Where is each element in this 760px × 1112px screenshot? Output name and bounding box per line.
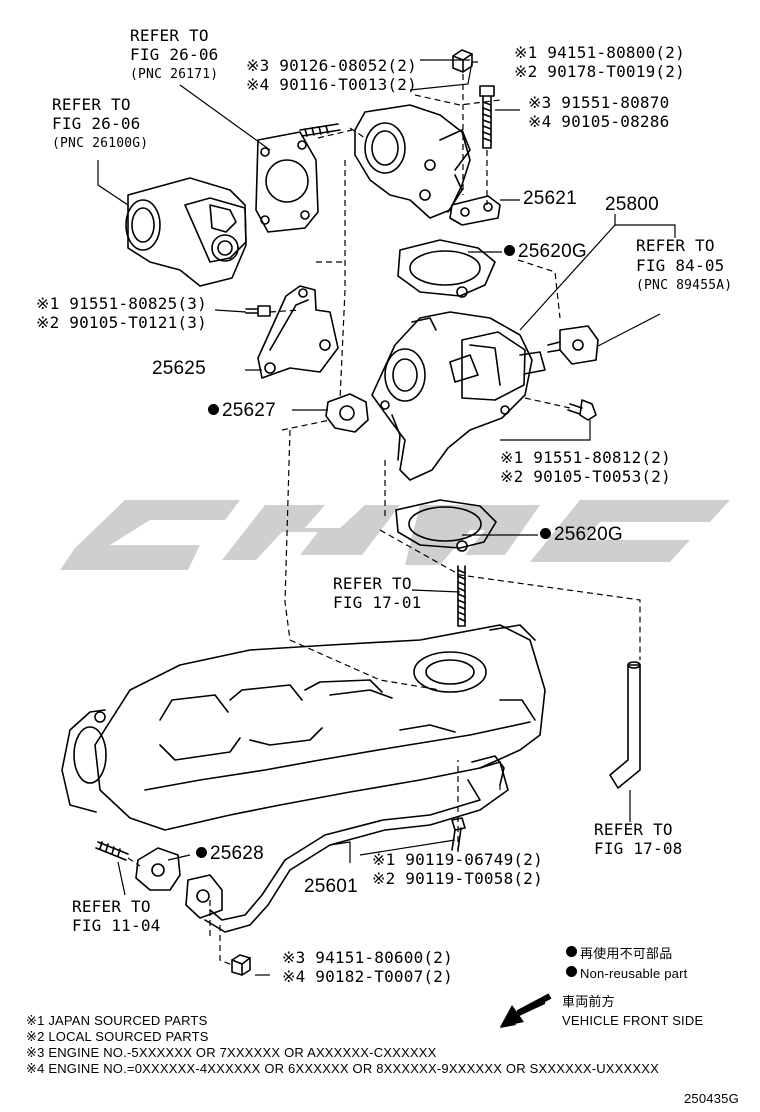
bracket-25625-drawing xyxy=(257,285,339,379)
legend-jp-text: 再使用不可部品 xyxy=(580,946,673,961)
part-25625[interactable]: 25625 xyxy=(152,358,206,379)
stud-middle-drawing xyxy=(457,565,466,627)
note-engine-no-4: ※4 ENGINE NO.=0XXXXXX-4XXXXXX OR 6XXXXXX… xyxy=(26,1061,660,1076)
part-bolt-pipe-local[interactable]: ※2 90119-T0058(2) xyxy=(372,869,543,888)
stud-left-drawing xyxy=(95,841,129,861)
part-bolt-right-local[interactable]: ※2 90105-T0053(2) xyxy=(500,467,671,486)
ref-fig-17-01-line1: REFER TO xyxy=(333,574,412,593)
bolt-pipe-drawing xyxy=(451,817,466,851)
bolt-top-drawing xyxy=(479,85,495,149)
ref-fig-84-05-pnc: (PNC 89455A) xyxy=(636,278,733,293)
leader-lines xyxy=(97,59,676,976)
ref-fig-26-06-b-line2[interactable]: FIG 26-06 xyxy=(52,114,141,133)
egr-valve-25800-drawing xyxy=(371,311,546,481)
legend-en: Non-reusable part xyxy=(566,964,687,983)
connector-84-05-drawing xyxy=(547,325,599,365)
stud-top-drawing xyxy=(299,123,341,137)
part-25628-number: 25628 xyxy=(210,843,264,864)
part-stud-top-local[interactable]: ※4 90116-T0013(2) xyxy=(246,75,417,94)
ref-fig-11-04-line2[interactable]: FIG 11-04 xyxy=(72,916,161,935)
gasket-25620g-upper-drawing xyxy=(397,239,496,298)
part-bolt-left-japan[interactable]: ※1 91551-80825(3) xyxy=(36,294,207,313)
assembly-dashed-lines xyxy=(127,74,641,966)
bracket-25621-drawing xyxy=(449,195,501,226)
part-25620g-lower-number: 25620G xyxy=(554,524,623,545)
figure-code: 250435G xyxy=(684,1091,739,1106)
nut-top-drawing xyxy=(452,49,473,73)
part-bolt-top-engine4[interactable]: ※4 90105-08286 xyxy=(528,112,670,131)
part-nut-top-japan[interactable]: ※1 94151-80800(2) xyxy=(514,43,685,62)
ref-fig-84-05-line1: REFER TO xyxy=(636,236,715,255)
ref-fig-26-06-a-pnc: (PNC 26171) xyxy=(130,67,219,82)
throttle-body-drawing xyxy=(125,177,247,287)
part-25620g-upper-number: 25620G xyxy=(518,241,587,262)
part-nut-bottom-engine3[interactable]: ※3 94151-80600(2) xyxy=(282,948,453,967)
watermark-logo xyxy=(60,500,730,570)
bolt-right-drawing xyxy=(567,399,597,421)
ref-fig-26-06-a-line2[interactable]: FIG 26-06 xyxy=(130,45,219,64)
non-reusable-dot-icon xyxy=(196,847,207,858)
part-nut-top-local[interactable]: ※2 90178-T0019(2) xyxy=(514,62,685,81)
non-reusable-dot-icon xyxy=(208,404,219,415)
part-stud-top-japan[interactable]: ※3 90126-08052(2) xyxy=(246,56,417,75)
part-nut-bottom-engine4[interactable]: ※4 90182-T0007(2) xyxy=(282,967,453,986)
intake-elbow-drawing xyxy=(354,104,471,219)
vehicle-front-arrow xyxy=(500,993,552,1028)
part-25620g-lower[interactable]: 25620G xyxy=(540,524,623,546)
part-bolt-left-local[interactable]: ※2 90105-T0121(3) xyxy=(36,313,207,332)
intake-manifold-drawing xyxy=(61,624,546,831)
part-25800[interactable]: 25800 xyxy=(605,194,659,215)
part-25628[interactable]: 25628 xyxy=(196,843,264,865)
part-25621[interactable]: 25621 xyxy=(523,188,577,209)
legend-en-text: Non-reusable part xyxy=(580,966,688,981)
part-bolt-pipe-japan[interactable]: ※1 90119-06749(2) xyxy=(372,850,543,869)
legend-jp: 再使用不可部品 xyxy=(566,944,672,963)
egr-pipe-25601-drawing xyxy=(185,755,509,933)
non-reusable-dot-icon xyxy=(566,966,577,977)
bolt-left-drawing xyxy=(245,305,271,317)
ref-fig-11-04-line1: REFER TO xyxy=(72,897,151,916)
gasket-25620g-lower-drawing xyxy=(395,499,497,552)
non-reusable-dot-icon xyxy=(566,946,577,957)
non-reusable-dot-icon xyxy=(540,528,551,539)
ref-fig-17-08-line1: REFER TO xyxy=(594,820,673,839)
ref-fig-26-06-b-line1: REFER TO xyxy=(52,95,131,114)
gasket-25627-drawing xyxy=(325,393,369,433)
ref-fig-17-08-line2[interactable]: FIG 17-08 xyxy=(594,839,683,858)
note-japan-sourced: ※1 JAPAN SOURCED PARTS xyxy=(26,1013,208,1028)
part-25620g-upper[interactable]: 25620G xyxy=(504,241,587,263)
ref-fig-26-06-b-pnc: (PNC 26100G) xyxy=(52,136,149,151)
part-25601[interactable]: 25601 xyxy=(304,876,358,897)
vehicle-front-en: VEHICLE FRONT SIDE xyxy=(562,1013,704,1028)
hose-17-08-drawing xyxy=(609,661,641,789)
non-reusable-dot-icon xyxy=(504,245,515,256)
ref-fig-17-01-line2[interactable]: FIG 17-01 xyxy=(333,593,422,612)
ref-fig-26-06-a-line1: REFER TO xyxy=(130,26,209,45)
part-25627-number: 25627 xyxy=(222,400,276,421)
part-25627[interactable]: 25627 xyxy=(208,400,276,422)
note-local-sourced: ※2 LOCAL SOURCED PARTS xyxy=(26,1029,209,1044)
vehicle-front-jp: 車両前方 xyxy=(562,994,615,1009)
part-bolt-top-engine3[interactable]: ※3 91551-80870 xyxy=(528,93,670,112)
ref-fig-84-05-line2[interactable]: FIG 84-05 xyxy=(636,256,725,275)
nut-bottom-drawing xyxy=(231,954,251,976)
part-bolt-right-japan[interactable]: ※1 91551-80812(2) xyxy=(500,448,671,467)
gasket-25628-drawing xyxy=(135,847,181,891)
note-engine-no-3: ※3 ENGINE NO.-5XXXXXX OR 7XXXXXX OR AXXX… xyxy=(26,1045,437,1060)
